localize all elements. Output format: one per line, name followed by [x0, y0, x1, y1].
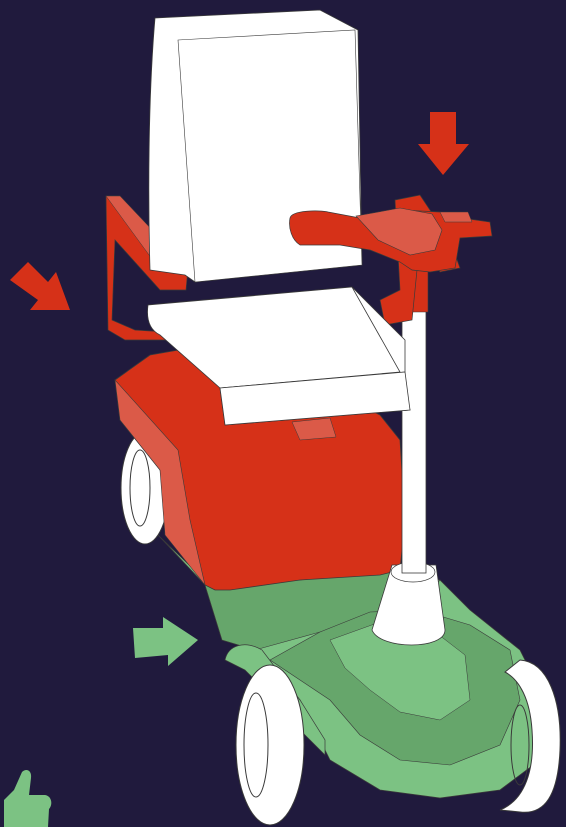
front-wheel-left: [236, 665, 304, 825]
